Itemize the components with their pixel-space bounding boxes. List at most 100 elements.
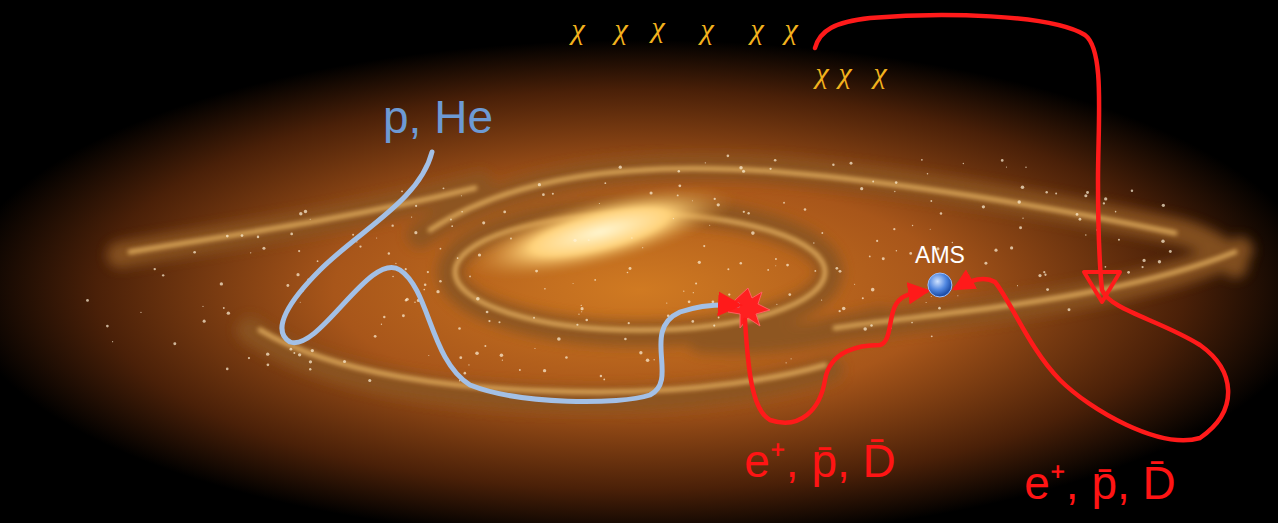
star-speck xyxy=(783,202,785,204)
star-speck xyxy=(202,306,203,307)
star-speck xyxy=(650,191,653,194)
star-speck xyxy=(982,205,985,208)
open-arrowhead xyxy=(1084,272,1120,302)
star-speck xyxy=(1017,200,1020,203)
star-speck xyxy=(813,242,814,243)
star-speck xyxy=(286,284,289,287)
cosmic-ray-label: p, He xyxy=(383,92,493,143)
star-speck xyxy=(1017,285,1018,286)
star-speck xyxy=(401,190,403,192)
detector-node: AMS xyxy=(913,243,967,298)
star-speck xyxy=(821,299,822,300)
star-speck xyxy=(1076,213,1079,216)
star-speck xyxy=(392,276,394,278)
star-speck xyxy=(714,198,716,200)
star-speck xyxy=(677,194,679,196)
star-speck xyxy=(503,211,506,214)
star-speck xyxy=(309,368,311,370)
star-speck xyxy=(698,261,701,264)
star-speck xyxy=(343,360,346,363)
star-speck xyxy=(642,247,643,248)
star-speck xyxy=(594,279,596,281)
star-speck xyxy=(1161,239,1164,242)
star-speck xyxy=(257,236,260,239)
proton-helium-path xyxy=(282,152,738,402)
star-speck xyxy=(1068,308,1071,311)
star-speck xyxy=(839,310,841,312)
star-speck xyxy=(894,191,895,192)
star-speck xyxy=(839,270,842,273)
star-speck xyxy=(162,274,164,276)
star-speck xyxy=(502,360,503,361)
star-speck xyxy=(666,302,667,303)
star-speck xyxy=(457,257,459,259)
star-speck xyxy=(402,314,405,317)
star-speck xyxy=(374,335,377,338)
star-speck xyxy=(994,249,997,252)
dark-matter-symbol: χ xyxy=(815,56,828,89)
star-speck xyxy=(482,221,485,224)
star-speck xyxy=(299,212,302,215)
star-speck xyxy=(938,307,941,310)
star-speck xyxy=(585,319,588,322)
star-speck xyxy=(673,218,674,219)
star-speck xyxy=(510,238,512,240)
star-speck xyxy=(678,184,681,187)
star-speck xyxy=(533,317,535,319)
star-speck xyxy=(439,280,441,282)
source-burst xyxy=(728,288,770,328)
star-speck xyxy=(535,270,538,273)
star-speck xyxy=(709,225,710,226)
star-speck xyxy=(376,237,377,238)
star-speck xyxy=(140,312,141,313)
star-speck xyxy=(654,359,655,360)
star-speck xyxy=(767,269,769,271)
star-speck xyxy=(931,335,933,337)
star-speck xyxy=(411,216,412,217)
dark-matter-antiparticle-path xyxy=(815,15,1228,440)
star-speck xyxy=(543,369,546,372)
star-speck xyxy=(106,325,109,328)
star-speck xyxy=(930,200,932,202)
star-speck xyxy=(581,307,584,310)
star-speck xyxy=(576,324,578,326)
detector-label: AMS xyxy=(913,243,967,268)
star-speck xyxy=(1131,190,1133,192)
secondary-antiparticle-path xyxy=(745,291,926,423)
star-speck xyxy=(1084,194,1087,197)
star-speck xyxy=(581,305,582,306)
star-speck xyxy=(86,299,89,302)
star-speck xyxy=(226,368,229,371)
dark-matter-symbol: χ xyxy=(873,56,886,89)
star-speck xyxy=(893,228,895,230)
star-speck xyxy=(154,268,156,270)
star-speck xyxy=(500,354,504,358)
dark-matter-symbol: χ xyxy=(651,10,664,43)
star-speck xyxy=(747,212,749,214)
star-speck xyxy=(717,203,720,206)
star-speck xyxy=(368,379,371,382)
star-speck xyxy=(869,256,871,258)
star-speck xyxy=(705,162,706,163)
star-speck xyxy=(1022,217,1023,218)
star-speck xyxy=(248,357,250,359)
star-speck xyxy=(578,313,579,314)
star-speck xyxy=(1019,226,1022,229)
star-speck xyxy=(469,276,471,278)
antiparticle-label: e⁺, p̄, D̄ xyxy=(744,436,896,487)
star-speck xyxy=(1086,191,1089,194)
star-speck xyxy=(1103,202,1105,204)
star-speck xyxy=(600,375,602,377)
star-speck xyxy=(862,297,864,299)
star-speck xyxy=(1044,274,1046,276)
star-speck xyxy=(727,268,729,270)
star-speck xyxy=(262,247,265,250)
star-speck xyxy=(406,298,409,301)
star-speck xyxy=(1115,211,1117,213)
star-speck xyxy=(703,245,705,247)
detector-dot xyxy=(913,272,967,298)
star-speck xyxy=(383,316,385,318)
star-speck xyxy=(565,356,568,359)
star-speck xyxy=(461,195,462,196)
